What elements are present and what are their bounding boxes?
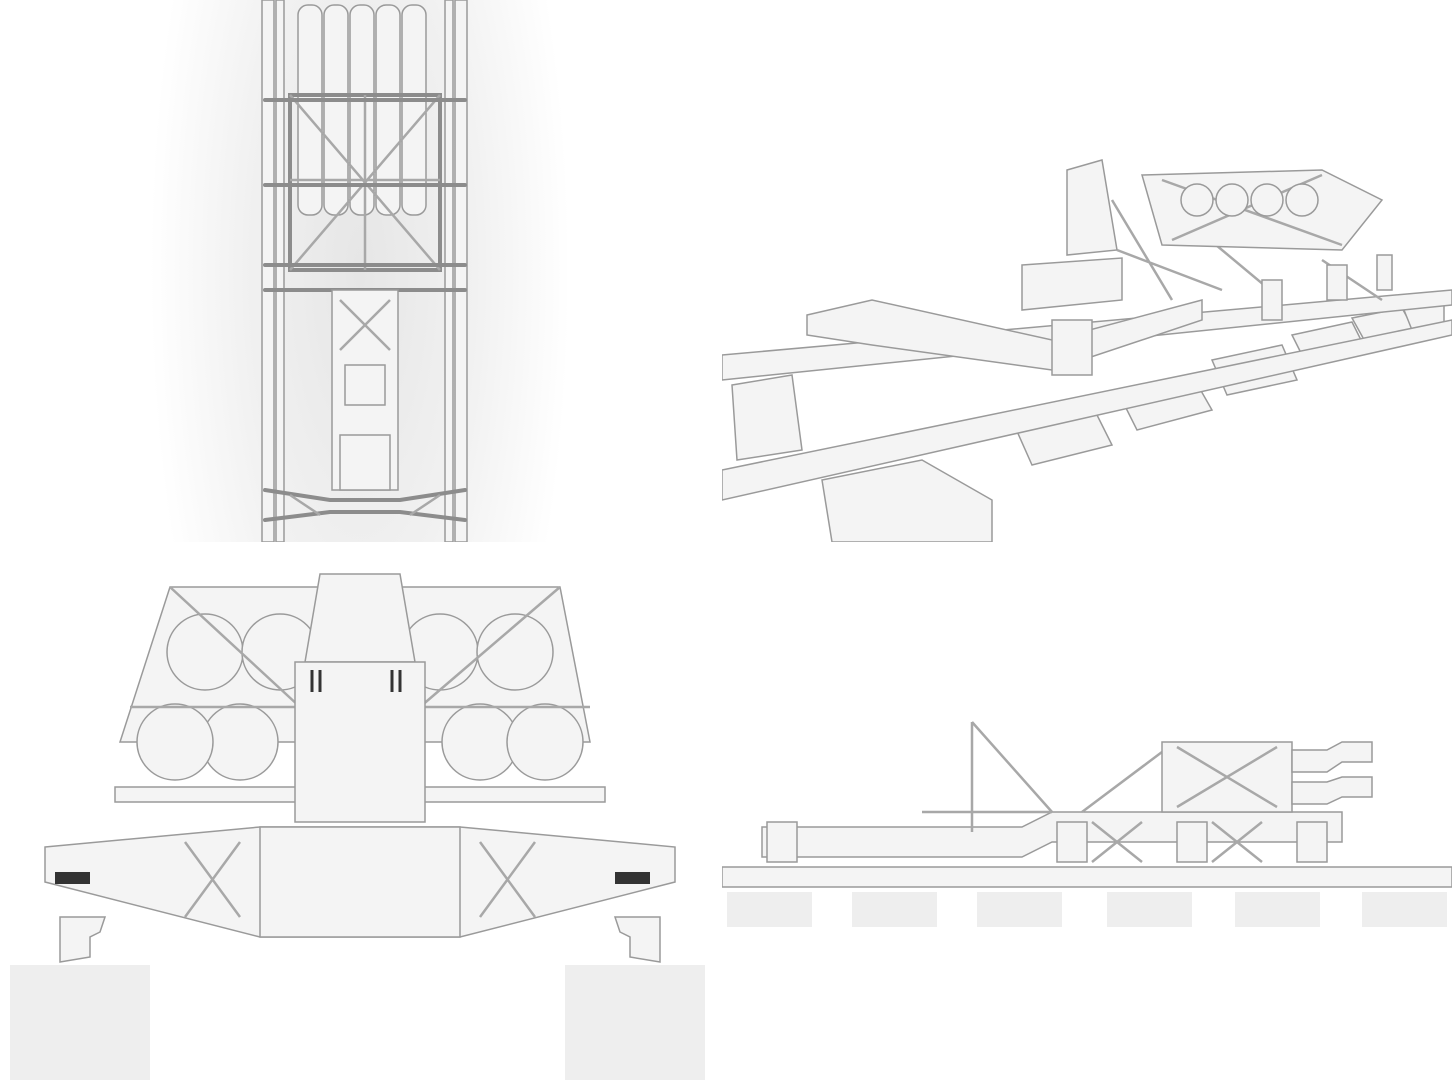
rail (722, 866, 1452, 888)
sled-frame (761, 721, 1373, 863)
sleepers (10, 965, 705, 1080)
perspective-view-model (722, 159, 1452, 542)
top-view-render (0, 0, 722, 542)
rails (261, 0, 468, 542)
side-view-render (722, 542, 1452, 1080)
rails (59, 916, 661, 963)
sleepers (727, 892, 1447, 927)
top-view-model (261, 0, 468, 542)
sled-frame (806, 159, 1393, 376)
perspective-view-render (722, 0, 1452, 542)
chassis (263, 289, 467, 522)
main-beam (44, 826, 676, 938)
side-view-model (722, 721, 1452, 927)
front-view-render (0, 542, 722, 1080)
seat (294, 573, 426, 823)
rocket-frame (263, 93, 467, 292)
front-view-model (10, 573, 705, 1080)
